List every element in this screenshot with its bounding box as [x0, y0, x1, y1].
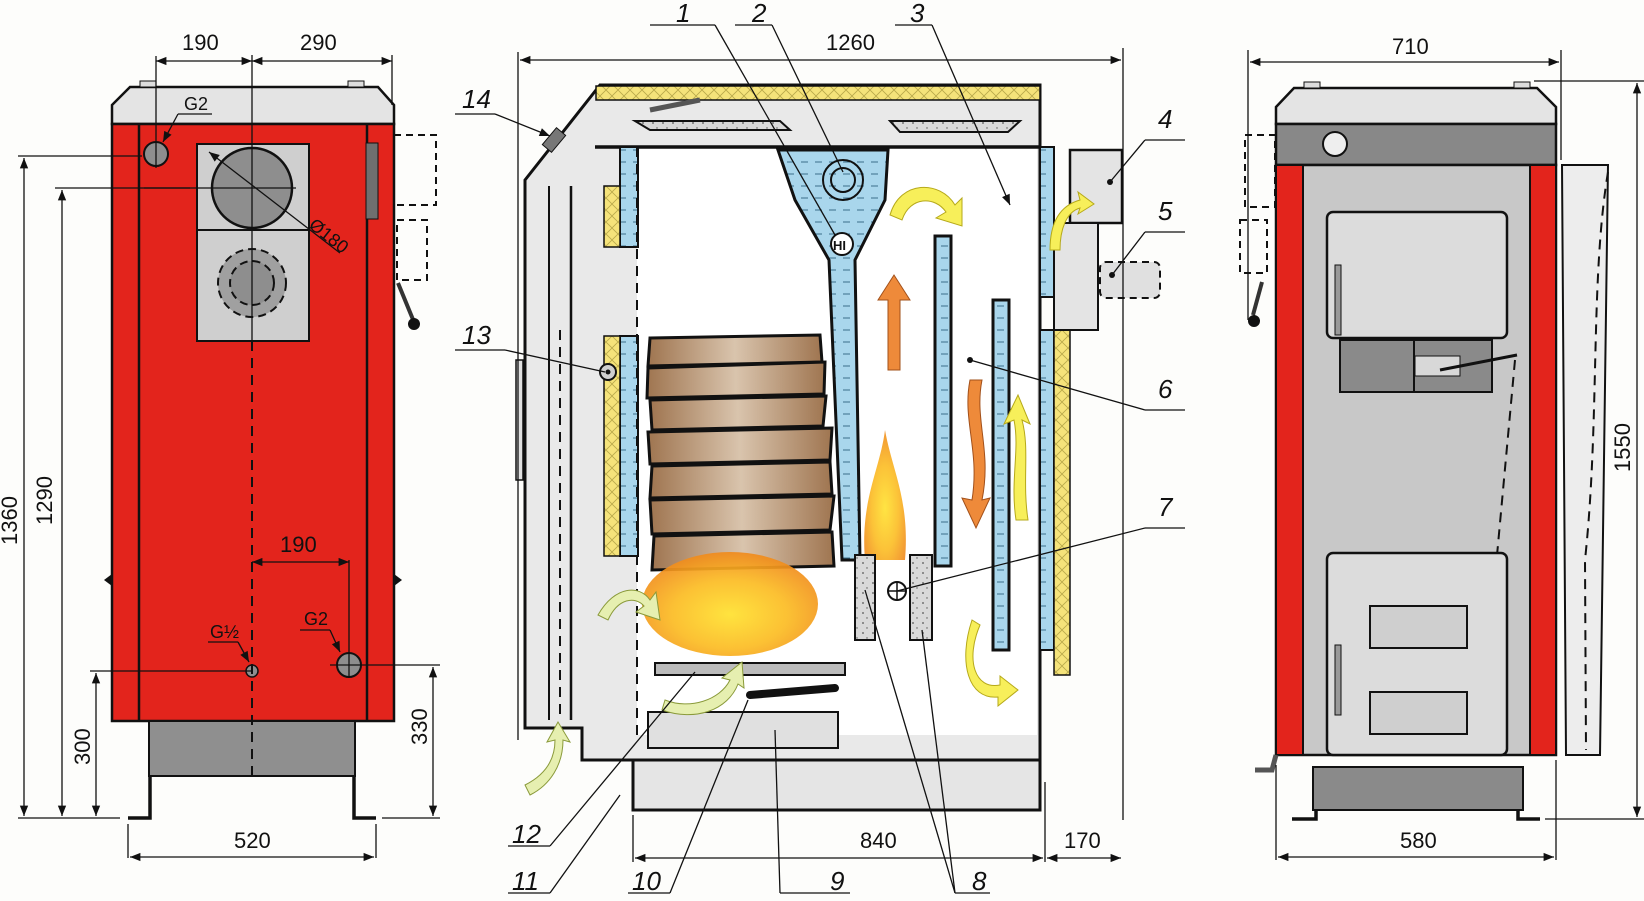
dim-height-1550: 1550 [1610, 423, 1635, 472]
dim-height-330: 330 [407, 708, 432, 745]
sensor-pocket-icon [822, 159, 864, 201]
dim-base-580: 580 [1400, 828, 1437, 853]
dim-body-depth-840: 840 [860, 828, 897, 853]
callout-13: 13 [455, 320, 606, 373]
svg-text:14: 14 [462, 84, 491, 114]
svg-text:11: 11 [512, 866, 539, 896]
gas-arrow-down [961, 379, 991, 530]
right-plinth [1312, 766, 1524, 811]
svg-text:13: 13 [462, 320, 491, 350]
callout-5: 5 [1109, 196, 1185, 278]
label-flow-g2: G2 [184, 94, 208, 114]
thermometer-icon [1322, 131, 1348, 157]
dim-base-520: 520 [234, 828, 271, 853]
hot-arrow-loop [965, 619, 1019, 708]
right-view: 710 1550 580 [1239, 34, 1644, 862]
label-return-g2: G2 [304, 609, 328, 629]
air-arrow-inlet [524, 720, 572, 796]
gas-arrow-up [877, 274, 911, 371]
hot-arrow-curve [889, 186, 963, 227]
callout-3: 3 [895, 0, 1011, 206]
svg-text:12: 12 [512, 819, 541, 849]
callout-11: 11 [508, 794, 621, 896]
callout-2: 2 [735, 0, 844, 173]
dim-overall-width-710: 710 [1392, 34, 1429, 59]
flue-collar [1068, 148, 1124, 225]
dim-height-300: 300 [70, 728, 95, 765]
callout-14: 14 [455, 84, 551, 137]
callout-12: 12 [508, 671, 696, 849]
grate [654, 662, 846, 676]
right-top-cap [1274, 86, 1558, 126]
left-view: 190 290 G2 Ø180 1360 1290 300 190 G½ G2 [0, 30, 440, 862]
callout-1: 1 [650, 0, 836, 236]
dim-left-top-290: 290 [300, 30, 337, 55]
callout-9: 9 [774, 729, 850, 896]
loading-door [1325, 210, 1509, 340]
flame-primary [642, 552, 818, 656]
right-red-strip-right [1529, 164, 1557, 756]
svg-text:4: 4 [1158, 104, 1172, 134]
svg-text:8: 8 [972, 866, 987, 896]
callout-10: 10 [628, 699, 749, 896]
ash-pan [647, 711, 839, 749]
svg-text:3: 3 [910, 0, 925, 28]
control-panel [1274, 122, 1558, 167]
hot-arrow-up-right [1002, 393, 1031, 521]
dim-left-top-190: 190 [182, 30, 219, 55]
svg-text:9: 9 [830, 866, 844, 896]
svg-text:5: 5 [1158, 196, 1173, 226]
wood-logs [645, 333, 836, 572]
callout-7: 7 [896, 492, 1185, 592]
svg-text:HI: HI [833, 238, 846, 253]
label-drain-g-half: G½ [210, 622, 239, 642]
dim-height-1360: 1360 [0, 496, 22, 545]
heat-exchanger-coil-icon [830, 232, 854, 256]
callout-8: 8 [864, 589, 990, 896]
svg-text:6: 6 [1158, 374, 1173, 404]
air-arrow-secondary [661, 661, 745, 716]
svg-text:2: 2 [751, 0, 767, 28]
left-top-cap [110, 85, 396, 126]
dim-overall-depth-1260: 1260 [826, 30, 875, 55]
svg-text:1: 1 [676, 0, 690, 28]
draught-fan [1099, 261, 1161, 299]
dim-flue-170: 170 [1064, 828, 1101, 853]
right-red-strip-left [1275, 164, 1304, 756]
flame-secondary [864, 430, 906, 560]
dim-bottom-190: 190 [280, 532, 317, 557]
dim-height-1290: 1290 [32, 476, 57, 525]
hot-arrow-flue [1049, 190, 1095, 251]
callout-4: 4 [1107, 104, 1185, 185]
svg-text:7: 7 [1158, 492, 1174, 522]
air-arrow-primary [597, 589, 661, 621]
svg-text:10: 10 [632, 866, 661, 896]
section-view: HI [455, 0, 1185, 896]
callout-6: 6 [967, 357, 1185, 411]
